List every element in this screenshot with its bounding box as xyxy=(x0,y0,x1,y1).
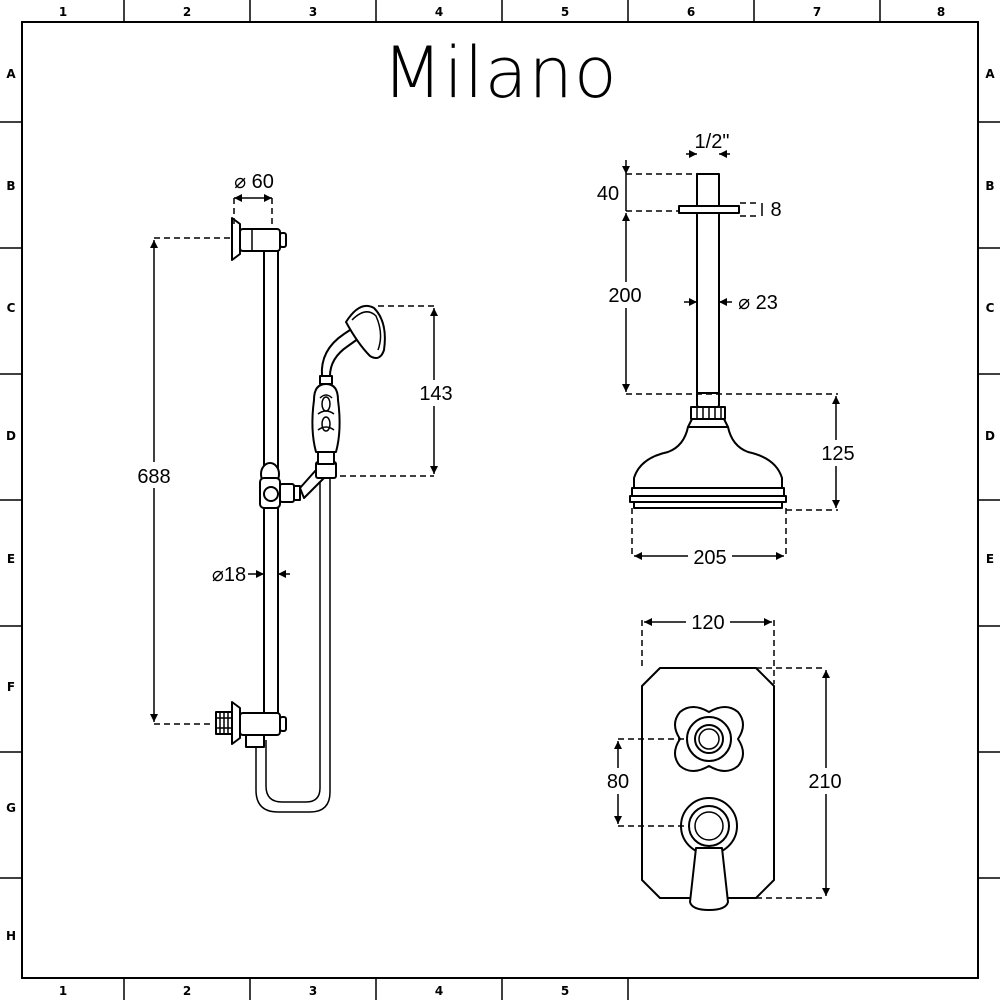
row-label-left-c: C xyxy=(7,301,16,315)
dim-arm-diameter: ⌀ 23 xyxy=(738,292,778,314)
dim-rail-diameter: ⌀18 xyxy=(212,564,246,586)
hand-shower-handle xyxy=(311,383,341,453)
row-label-left-d: D xyxy=(6,429,16,443)
hand-shower xyxy=(311,304,386,465)
crosshead-handle xyxy=(674,706,744,772)
row-label-left-b: B xyxy=(6,179,15,193)
col-label-top-8: 8 xyxy=(937,5,945,19)
shower-hose-inner xyxy=(265,478,321,803)
dim-bracket-diameter: ⌀ 60 xyxy=(234,171,274,193)
col-label-bottom-3: 3 xyxy=(309,984,317,998)
col-label-top-4: 4 xyxy=(435,5,443,19)
ceiling-arm xyxy=(696,212,720,394)
shower-valve: 120 210 80 xyxy=(600,610,848,911)
dim-valve-width: 120 xyxy=(691,612,724,634)
dim-valve-centres: 80 xyxy=(607,771,629,793)
riser-rail-kit: ⌀ 60 688 ⌀18 143 xyxy=(132,171,458,813)
rail-slider xyxy=(259,461,337,509)
row-label-right-d: D xyxy=(985,429,995,443)
ceiling-arm-and-head: 40 1/2" 8 200 ⌀ 23 125 205 xyxy=(597,131,860,569)
lever-handle xyxy=(680,797,738,911)
col-label-top-6: 6 xyxy=(687,5,695,19)
row-label-right-c: C xyxy=(986,301,995,315)
row-label-left-f: F xyxy=(7,680,15,694)
row-label-left-h: H xyxy=(6,929,16,943)
dim-head-diameter: 205 xyxy=(693,547,726,569)
col-label-top-1: 1 xyxy=(59,5,67,19)
hand-shower-head xyxy=(345,304,386,359)
dim-ceiling-flange: 8 xyxy=(770,199,781,221)
dim-arm-top: 40 xyxy=(597,183,619,205)
dim-arm-length: 200 xyxy=(608,285,641,307)
dim-riser-height: 688 xyxy=(137,466,170,488)
col-label-bottom-2: 2 xyxy=(183,984,191,998)
dim-inlet-thread: 1/2" xyxy=(695,131,730,153)
row-label-left-g: G xyxy=(6,801,16,815)
row-label-left-e: E xyxy=(7,552,15,566)
inlet-thread xyxy=(696,173,720,207)
dim-handset-height: 143 xyxy=(419,383,452,405)
shower-head-dome xyxy=(633,426,783,489)
col-label-top-7: 7 xyxy=(813,5,821,19)
col-label-top-2: 2 xyxy=(183,5,191,19)
col-label-bottom-4: 4 xyxy=(435,984,443,998)
ceiling-flange xyxy=(678,205,740,214)
col-label-bottom-5: 5 xyxy=(561,984,569,998)
dim-head-height: 125 xyxy=(821,443,854,465)
bottom-wall-bracket xyxy=(215,701,287,748)
col-label-bottom-1: 1 xyxy=(59,984,67,998)
shower-hose xyxy=(255,478,331,813)
inner-border xyxy=(21,21,979,979)
row-label-left-a: A xyxy=(6,67,16,81)
row-label-right-e: E xyxy=(986,552,994,566)
dim-valve-height: 210 xyxy=(808,771,841,793)
top-wall-bracket xyxy=(231,217,287,261)
col-label-top-3: 3 xyxy=(309,5,317,19)
brand-logo: Milano xyxy=(382,32,617,114)
col-label-top-5: 5 xyxy=(561,5,569,19)
row-label-right-b: B xyxy=(985,179,994,193)
row-label-right-a: A xyxy=(985,67,995,81)
